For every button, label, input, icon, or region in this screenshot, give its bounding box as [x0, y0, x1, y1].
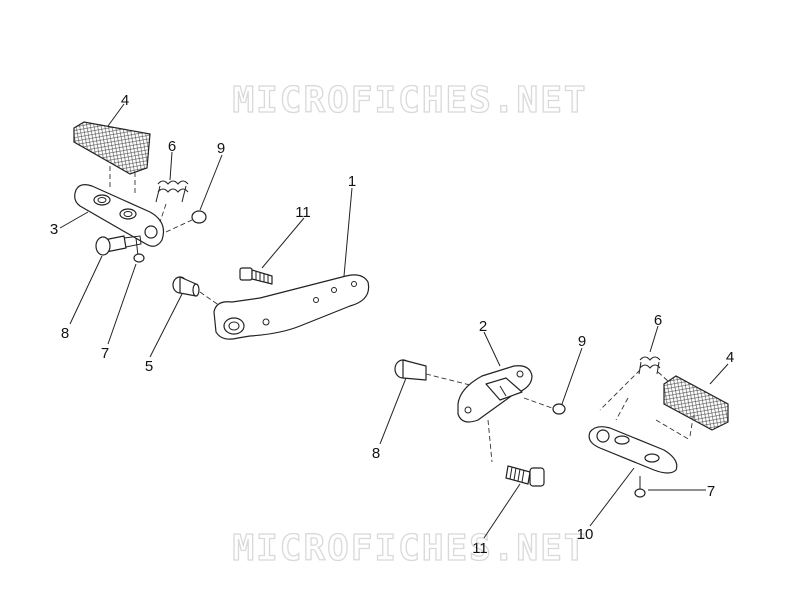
callout-footrest-holder: 3	[50, 221, 58, 238]
left-pin-guide	[199, 291, 221, 307]
watermark-bottom: MICROFICHES.NET	[232, 528, 587, 569]
callout-right-screw: 7	[707, 483, 715, 500]
right-footrest	[588, 426, 678, 474]
right-circlip-guide	[523, 397, 553, 409]
callout-left-footrest-pin: 8	[61, 325, 69, 342]
left-spring	[155, 180, 189, 203]
watermark-top: MICROFICHES.NET	[232, 80, 587, 121]
right-rubber-pad	[663, 375, 729, 431]
left-footrest-holder	[74, 184, 165, 247]
right-screw	[634, 476, 646, 498]
left-footrest-pin	[95, 235, 142, 256]
callout-left-rubber-pad: 4	[121, 92, 129, 109]
callout-right-bolt: 11	[472, 540, 488, 557]
callout-right-spring: 6	[654, 312, 662, 329]
left-spring-guide	[159, 203, 167, 223]
callout-left-spring: 6	[168, 138, 176, 155]
callout-right-footrest-pin: 8	[372, 445, 380, 462]
right-footrest-pin	[394, 359, 427, 381]
callout-bracket: 1	[348, 173, 356, 190]
right-pad-guide	[655, 411, 695, 441]
callout-right-circlip: 9	[578, 333, 586, 350]
callout-left-bolt: 11	[295, 204, 311, 221]
callout-right-footrest: 10	[577, 526, 594, 543]
callout-left-screw: 7	[101, 345, 109, 362]
footrest-bracket	[213, 274, 370, 340]
callout-left-circlip: 9	[217, 140, 225, 157]
callout-holder-plate: 2	[479, 318, 487, 335]
left-bolt	[239, 267, 273, 285]
left-pin	[172, 276, 200, 297]
right-spring	[638, 356, 661, 375]
right-bolt	[505, 465, 545, 487]
right-circlip	[552, 403, 566, 415]
callout-left-pin: 5	[145, 358, 153, 375]
left-rubber-pad	[73, 121, 151, 175]
left-circlip	[191, 210, 207, 224]
right-holder-plate	[457, 365, 533, 423]
callout-right-rubber-pad: 4	[726, 349, 734, 366]
leader-lines	[59, 103, 729, 539]
left-circlip-guide	[165, 219, 193, 233]
left-screw	[133, 237, 145, 263]
left-pad-guide	[109, 166, 136, 196]
right-bolt-guide	[487, 419, 493, 463]
